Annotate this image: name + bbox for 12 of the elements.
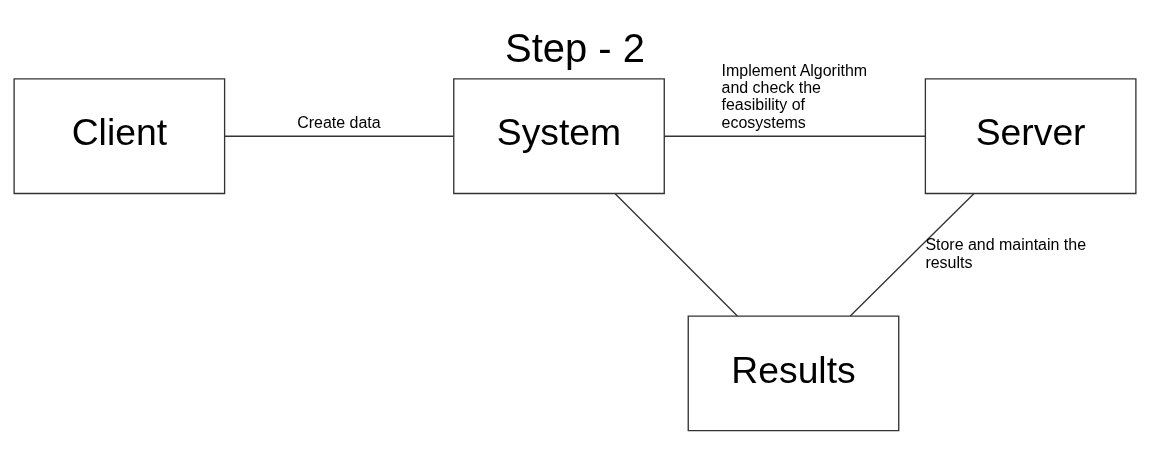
node-box: System [453,78,665,195]
connector [614,193,739,317]
diagram-title: Step - 2 [505,25,645,70]
edge-label: Implement Algorithm and check the feasibility of ecosystems [721,61,868,131]
edge-label: Store and maintain the results [925,236,1087,271]
edge-label: Create data [297,113,381,131]
node-box: Server [924,78,1137,195]
node-box: Client [13,78,226,195]
connector [849,193,975,317]
node-box: Results [687,315,900,432]
connector [224,135,455,137]
connector [663,135,926,137]
